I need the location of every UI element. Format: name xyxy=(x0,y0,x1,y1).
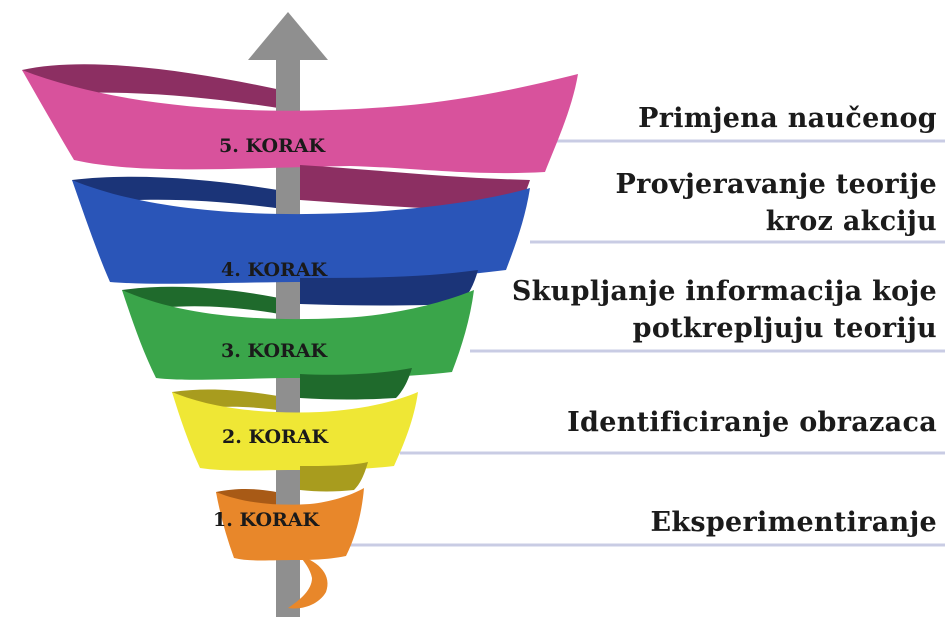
step-2-description-line-1: Identificiranje obrazaca xyxy=(567,407,937,438)
step-5-description-line-1: Primjena naučenog xyxy=(638,103,937,134)
ribbon-front-step-2 xyxy=(172,392,418,471)
ribbon-curl-step-1 xyxy=(288,556,328,609)
step-1-description: Eksperimentiranje xyxy=(650,504,937,541)
step-1-description-line-1: Eksperimentiranje xyxy=(650,507,937,538)
step-3-description: Skupljanje informacija koje potkrepljuju… xyxy=(512,273,937,347)
divider-lines xyxy=(345,139,945,547)
step-4-description: Provjeravanje teorije kroz akciju xyxy=(616,166,937,240)
step-4-description-line-2: kroz akciju xyxy=(765,206,937,237)
step-2-label: 2. KORAK xyxy=(222,426,330,448)
ribbon-tail-step-3 xyxy=(300,368,412,400)
step-5-label: 5. KORAK xyxy=(219,135,327,157)
step-3-description-line-1: Skupljanje informacija koje xyxy=(511,276,937,307)
ribbon-front-step-5 xyxy=(22,70,578,174)
ribbon-front-step-3 xyxy=(122,290,474,380)
step-labels: 5. KORAK 4. KORAK 3. KORAK 2. KORAK 1. K… xyxy=(213,135,330,531)
ribbon-tail-step-5 xyxy=(300,165,530,212)
ribbon-tail-step-4 xyxy=(300,270,478,306)
step-3-description-line-2: potkrepljuju teoriju xyxy=(632,313,937,344)
ribbon-back-step-3 xyxy=(122,286,290,316)
step-3-label: 3. KORAK xyxy=(221,340,329,362)
step-1-label: 1. KORAK xyxy=(213,509,321,531)
step-2-description: Identificiranje obrazaca xyxy=(567,404,937,441)
ribbon-back-step-4 xyxy=(72,176,290,210)
ribbon-tail-step-2 xyxy=(300,462,368,492)
ribbon-back-step-5 xyxy=(22,64,290,110)
step-4-description-line-1: Provjeravanje teorije xyxy=(615,169,937,200)
step-4-label: 4. KORAK xyxy=(221,259,329,281)
arrow-head xyxy=(248,12,328,60)
ribbon-fronts xyxy=(22,70,578,609)
step-5-description: Primjena naučenog xyxy=(638,100,937,137)
ribbon-front-step-4 xyxy=(72,180,530,284)
ribbon-front-step-1 xyxy=(216,488,364,561)
